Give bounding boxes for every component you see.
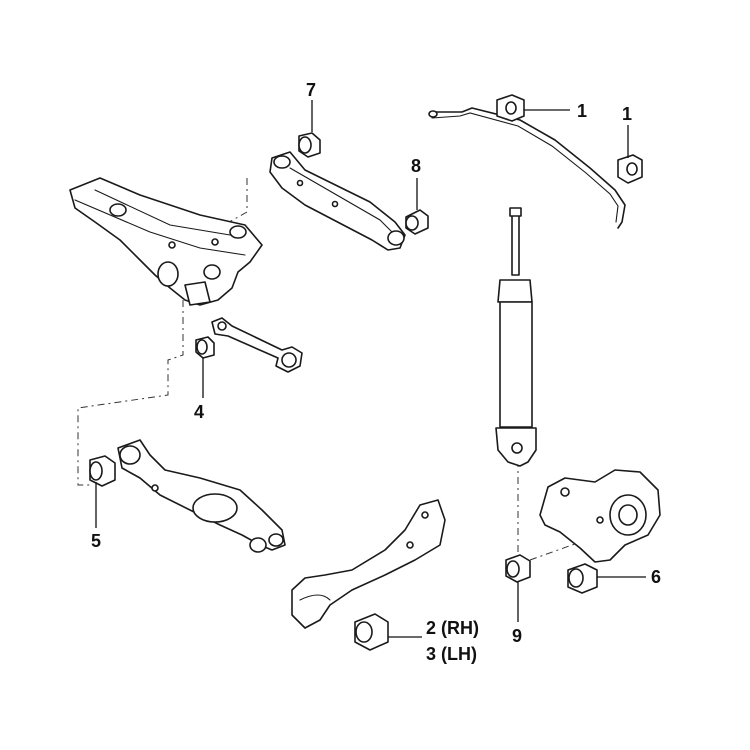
callout-3-lh: 3 (LH): [426, 644, 477, 664]
bushing-7: [298, 132, 321, 158]
callout-6: 6: [651, 567, 661, 587]
callout-8: 8: [411, 156, 421, 176]
bushing-9: [505, 554, 531, 583]
stabilizer-bar: [428, 107, 626, 229]
bushing-8: [405, 209, 429, 235]
trailing-arm: [291, 499, 446, 629]
assembly-dash-lines: [77, 178, 601, 561]
bushing-2-3: [354, 613, 389, 651]
callout-7: 7: [306, 80, 316, 100]
callout-1a: 1: [577, 101, 587, 121]
subframe-crossmember: [69, 177, 263, 306]
lateral-link: [211, 317, 303, 373]
shock-absorber: [495, 207, 537, 467]
callout-2-rh: 2 (RH): [426, 618, 479, 638]
lower-control-arm: [117, 439, 286, 553]
callout-1b: 1: [622, 104, 632, 124]
bushing-4: [195, 336, 215, 359]
callout-labels: 1 1 2 (RH) 3 (LH) 4 5 6 7 8 9: [91, 80, 661, 664]
leader-lines: [95, 100, 646, 638]
steering-knuckle: [539, 469, 661, 563]
upper-control-arm: [269, 151, 406, 251]
callout-9: 9: [512, 626, 522, 646]
stabilizer-bushing-1b: [617, 154, 643, 184]
stabilizer-bushing-1a: [496, 94, 525, 122]
callout-4: 4: [194, 402, 204, 422]
callout-5: 5: [91, 531, 101, 551]
bushing-5: [89, 455, 116, 487]
bushing-6: [567, 563, 598, 594]
